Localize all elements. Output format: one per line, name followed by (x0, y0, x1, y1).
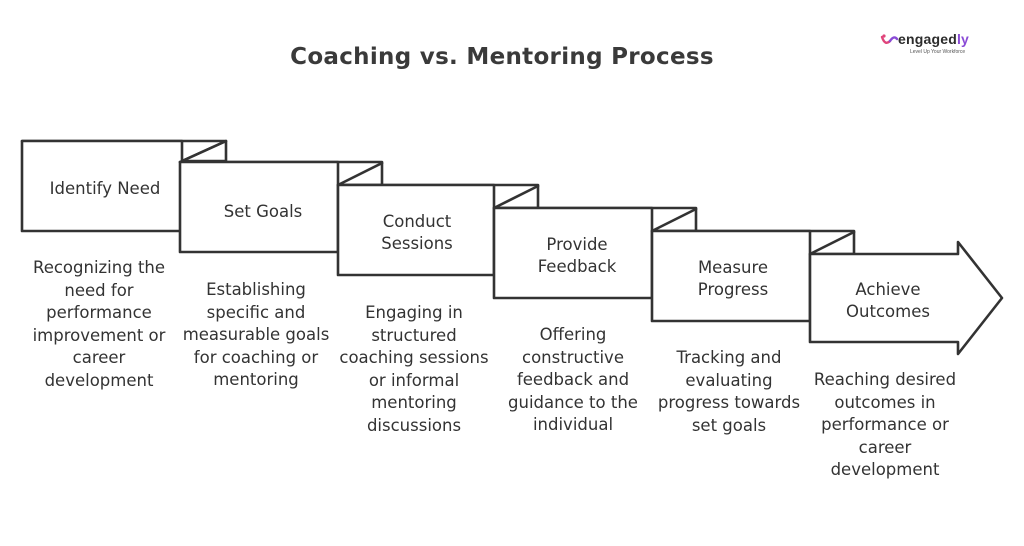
step-1-label: Identify Need (49, 179, 161, 198)
step-3-label: Conduct Sessions (381, 212, 453, 253)
step-5-box (650, 229, 856, 323)
step-6-description: Reaching desired outcomes in performance… (813, 370, 957, 479)
logo-mark-icon (880, 34, 899, 44)
diagram-title: Coaching vs. Mentoring Process (290, 44, 714, 70)
step-3-box (336, 183, 540, 277)
step-1-description: Recognizing the need for performance imp… (32, 258, 166, 390)
step-5-label: Measure Progress (697, 258, 769, 299)
step-2-description: Establishing specific and measurable goa… (182, 280, 330, 389)
step-5-description: Tracking and evaluating progress towards… (657, 348, 801, 435)
logo-tagline: Level Up Your Workforce (910, 49, 966, 55)
step-2-box (178, 140, 384, 254)
step-3-description: Engaging in structured coaching sessions… (339, 303, 489, 435)
step-6-label: Achieve Outcomes (846, 280, 930, 321)
logo-wordmark: engagedly (898, 31, 970, 47)
step-1-box (20, 139, 228, 233)
step-2-label: Set Goals (223, 202, 303, 221)
engagedly-logo: engagedly Level Up Your Workforce (876, 30, 986, 60)
step-6-arrow (808, 240, 1004, 356)
step-4-description: Offering constructive feedback and guida… (508, 325, 638, 434)
step-4-label: Provide Feedback (537, 235, 617, 276)
